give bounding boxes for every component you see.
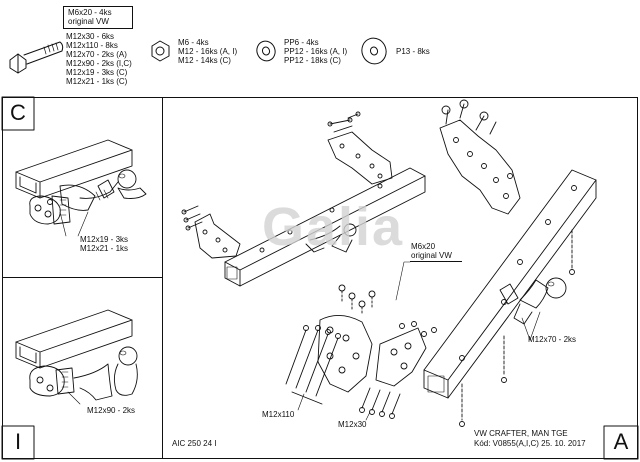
large-washer-icon (361, 37, 387, 65)
a-callout-m12x30: M12x30 (338, 420, 367, 429)
bolt-item: M12x19 - 3ks (C) (66, 68, 128, 77)
nut-item: M12 - 14ks (C) (178, 56, 231, 65)
c-i-divider (2, 277, 163, 278)
left-panel-divider (2, 97, 163, 459)
washer-item: PP12 - 16ks (A, I) (284, 47, 348, 56)
nut-item: M12 - 16ks (A, I) (178, 47, 238, 56)
washer-item: PP12 - 18ks (C) (284, 56, 341, 65)
bolt-item: M12x30 - 6ks (66, 32, 115, 41)
variant-a-right-assembly (423, 99, 597, 427)
bolt-item: M12x110 - 8ks (66, 41, 118, 50)
m6x20-label: M6x20 - 4ks (68, 8, 112, 17)
bolt-item: M12x70 - 2ks (A) (66, 50, 127, 59)
variant-a-letter: A (613, 429, 629, 454)
footer-kod: Kód: V0855(A,I,C) 25. 10. 2017 (474, 439, 586, 448)
variant-c-box (1, 96, 35, 131)
washer-icon (256, 40, 276, 62)
variant-i-drawing (15, 309, 138, 405)
footer-code: AIC 250 24 I (172, 439, 217, 448)
a-callout-original-vw: original VW (411, 251, 452, 260)
washer-item: PP6 - 4ks (284, 38, 319, 47)
i-callout-m12x90: M12x90 - 2ks (87, 406, 136, 415)
main-frame (2, 97, 638, 459)
variant-c-drawing (15, 139, 147, 237)
a-callout-m6x20: M6x20 (411, 242, 436, 251)
variant-a-upper-assembly (181, 111, 426, 287)
variant-c-letter: C (10, 100, 26, 125)
bolt-item: M12x90 - 2ks (I,C) (66, 59, 132, 68)
variant-a-exploded-bracket (285, 284, 437, 419)
nut-icon (151, 40, 170, 62)
m6x20-label-box (63, 6, 133, 29)
callout-leaders (297, 261, 541, 421)
a-callout-m12x110: M12x110 (262, 410, 295, 419)
footer-model: VW CRAFTER, MAN TGE (474, 429, 568, 438)
bolt-icon (9, 41, 64, 74)
variant-i-letter: I (14, 429, 22, 454)
c-callout-m12x21: M12x21 - 1ks (80, 244, 129, 253)
variant-i-box (1, 425, 35, 460)
nut-item: M6 - 4ks (178, 38, 209, 47)
a-callout-underline (410, 261, 462, 262)
bolt-item: M12x21 - 1ks (C) (66, 77, 128, 86)
variant-a-box (603, 425, 639, 460)
large-washer-label: P13 - 8ks (396, 47, 430, 56)
m6x20-original-label: original VW (68, 17, 109, 26)
c-callout-m12x19: M12x19 - 3ks (80, 235, 129, 244)
a-callout-m12x70: M12x70 - 2ks (528, 335, 577, 344)
galia-watermark: Galia (262, 197, 405, 257)
